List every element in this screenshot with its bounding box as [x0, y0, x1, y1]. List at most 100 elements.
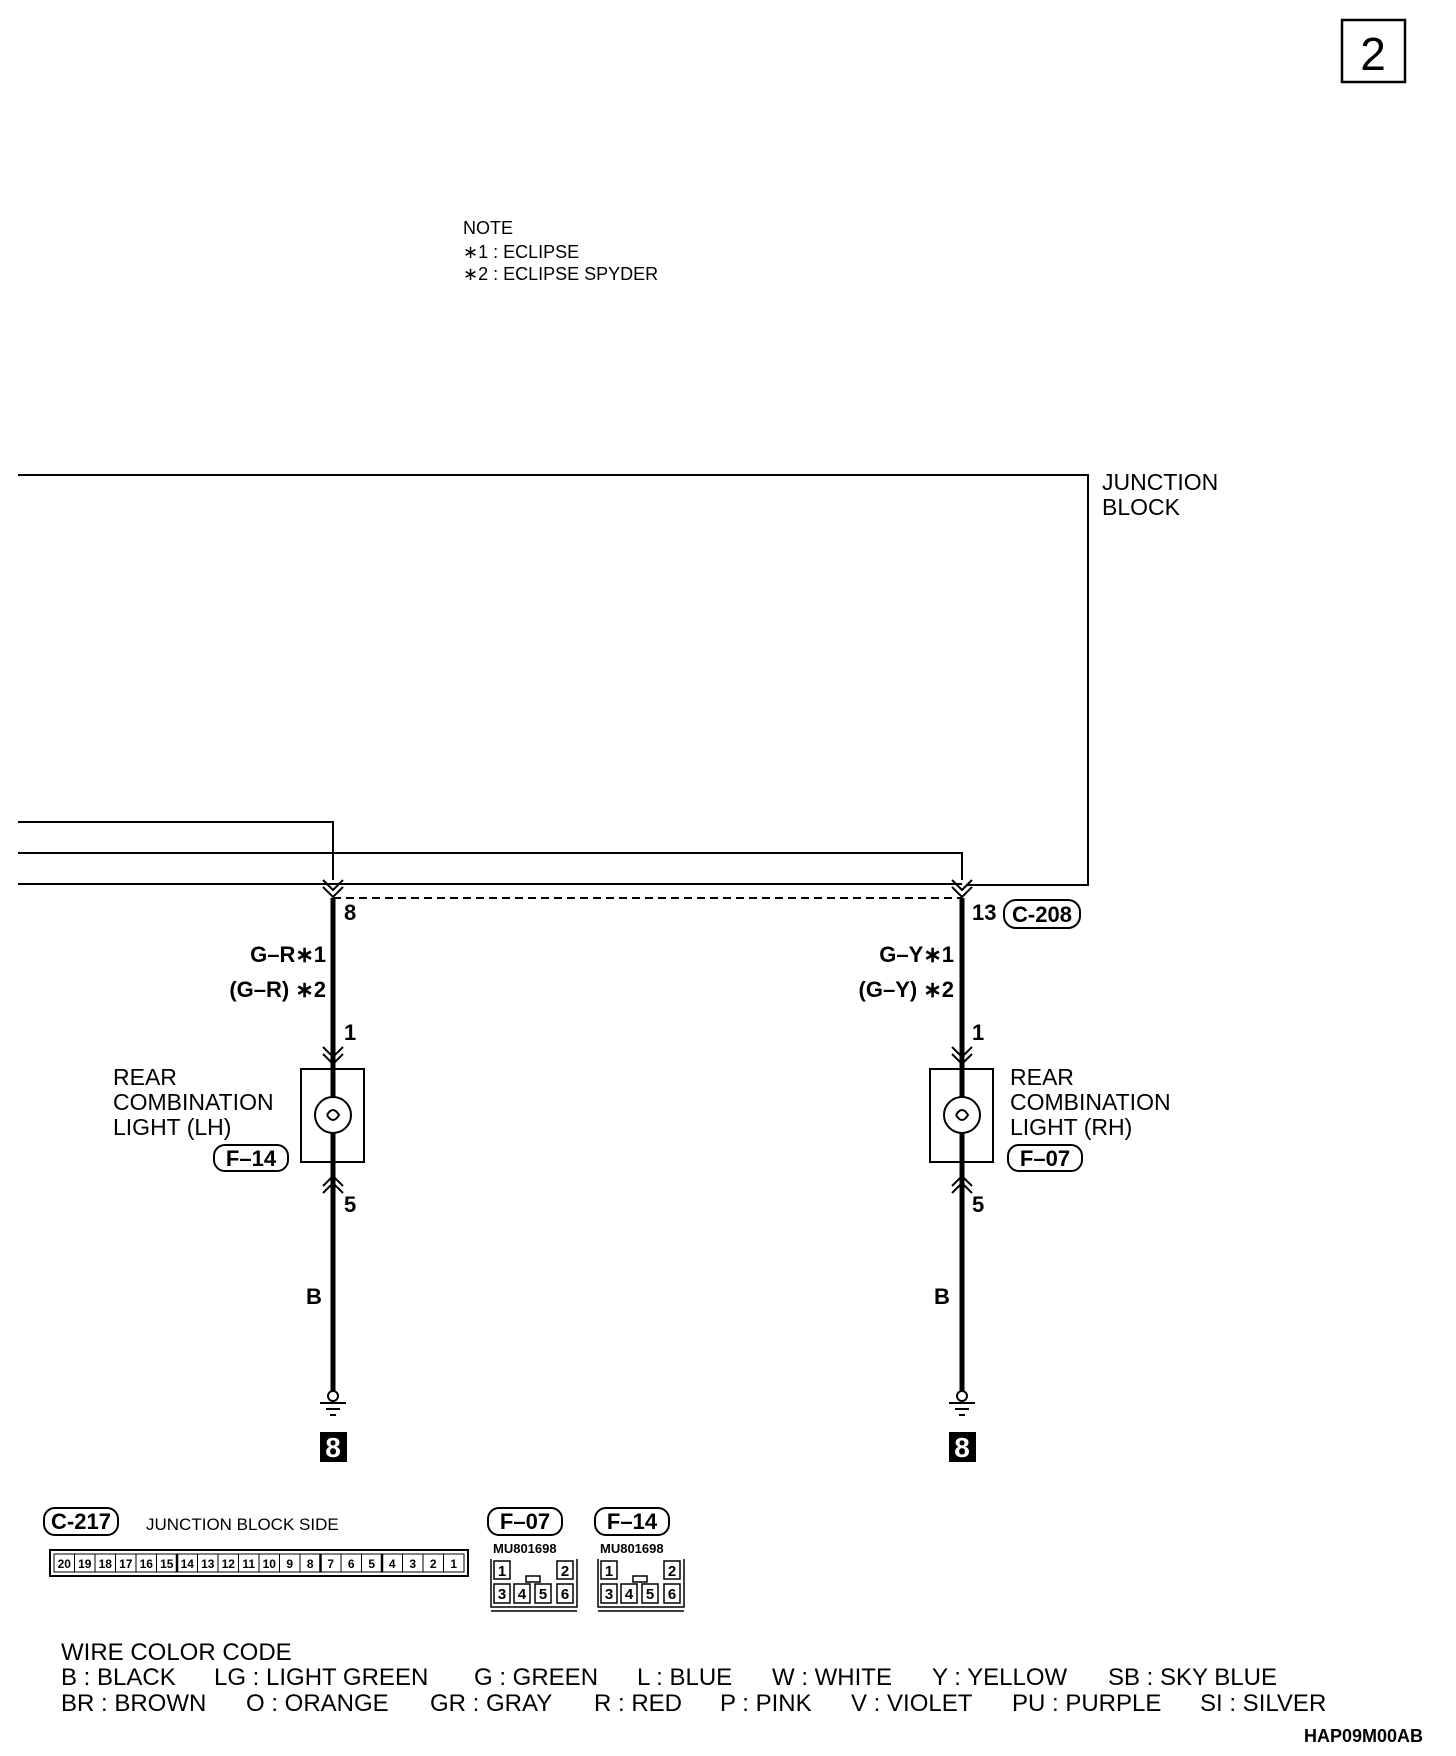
- right-pin-out: 5: [972, 1192, 984, 1217]
- wire-to-left-light: [18, 821, 334, 880]
- c217-pin: 17: [119, 1557, 133, 1571]
- right-pin-in: 1: [972, 1020, 984, 1045]
- c217-id: C-217: [51, 1509, 111, 1534]
- note-block: NOTE ∗1 : ECLIPSE ∗2 : ECLIPSE SPYDER: [463, 218, 658, 284]
- c217-pin: 6: [348, 1557, 355, 1571]
- wire-code-row2-2: GR : GRAY: [430, 1690, 552, 1717]
- right-wire-color-1: G–Y∗1: [879, 942, 954, 967]
- wire-code-row2-7: SI : SILVER: [1200, 1690, 1326, 1717]
- right-circuit-labels: 13 G–Y∗1 (G–Y) ∗2 1 5 B: [859, 900, 997, 1309]
- f14-part-number: MU801698: [600, 1541, 664, 1556]
- c217-pin: 13: [201, 1557, 215, 1571]
- figure-code: HAP09M00AB: [1304, 1726, 1423, 1746]
- left-jb-pin: 8: [344, 900, 356, 925]
- c217-side-label: JUNCTION BLOCK SIDE: [146, 1515, 339, 1534]
- chevron-icon: [322, 1181, 344, 1194]
- junction-block-line2: BLOCK: [1102, 494, 1181, 520]
- c217-pin: 3: [409, 1557, 416, 1571]
- wire-code-row2-5: V : VIOLET: [851, 1690, 973, 1717]
- note-item-1: ∗1 : ECLIPSE: [463, 242, 579, 262]
- ground-right: 8: [949, 1390, 976, 1463]
- note-item-2: ∗2 : ECLIPSE SPYDER: [463, 264, 658, 284]
- c217-pin: 18: [99, 1557, 113, 1571]
- f07-pin: 5: [539, 1586, 547, 1603]
- note-title: NOTE: [463, 218, 513, 238]
- connector-f14-detail: F–14 MU801698 1 2 3 4 5 6: [594, 1507, 685, 1612]
- junction-block-label: JUNCTION BLOCK: [1102, 469, 1218, 520]
- wire-code-row2-4: P : PINK: [720, 1690, 812, 1717]
- right-jb-pin: 13: [972, 900, 996, 925]
- wire-color-code: WIRE COLOR CODE B : BLACK LG : LIGHT GRE…: [61, 1639, 1326, 1717]
- f07-pin: 6: [561, 1586, 569, 1603]
- c217-pin: 4: [389, 1557, 396, 1571]
- f14-pin-face: [597, 1559, 685, 1612]
- rear-combination-light-lh: REAR COMBINATION LIGHT (LH) F–14: [113, 1062, 365, 1172]
- lh-label-line3: LIGHT (LH): [113, 1114, 231, 1140]
- c217-pin: 10: [263, 1557, 277, 1571]
- page-number: 2: [1360, 28, 1386, 80]
- f07-pin: 1: [498, 1563, 506, 1580]
- f07-pin: 3: [498, 1586, 506, 1603]
- left-wire-color-2: (G–R) ∗2: [229, 977, 326, 1002]
- c217-pin: 1: [450, 1557, 457, 1571]
- c217-pin: 12: [222, 1557, 236, 1571]
- wire-code-row2-1: O : ORANGE: [246, 1690, 389, 1717]
- bulb-icon: [943, 1096, 981, 1134]
- chevron-icon: [951, 1174, 973, 1187]
- connector-f07-detail: F–07 MU801698 1 2 3 4 5 6: [487, 1507, 578, 1612]
- f14-pin: 1: [605, 1563, 613, 1580]
- left-pin-out: 5: [344, 1192, 356, 1217]
- wire-color-code-title: WIRE COLOR CODE: [61, 1639, 292, 1666]
- connector-tag-c208: C-208: [1003, 899, 1081, 929]
- chevron-icon: [322, 879, 344, 892]
- left-circuit-labels: 8 G–R∗1 (G–R) ∗2 1 5 B: [229, 900, 356, 1309]
- page-number-box: 2: [1340, 18, 1407, 84]
- f07-pin-face: [490, 1559, 578, 1612]
- f07-pin: 4: [518, 1586, 527, 1603]
- lh-label-line2: COMBINATION: [113, 1089, 274, 1115]
- right-wire-color-2: (G–Y) ∗2: [859, 977, 954, 1002]
- wire-code-row2-0: BR : BROWN: [61, 1690, 206, 1717]
- ground-left: 8: [320, 1390, 347, 1463]
- right-ground-wire: B: [934, 1284, 950, 1309]
- rh-label-line2: COMBINATION: [1010, 1089, 1171, 1115]
- ground-right-id: 8: [954, 1432, 970, 1463]
- c217-pin: 2: [430, 1557, 437, 1571]
- c217-pin: 15: [160, 1557, 174, 1571]
- lh-connector-label: F–14: [226, 1146, 277, 1171]
- f07-id: F–07: [500, 1509, 550, 1534]
- wire-junction-loop: [18, 474, 1089, 886]
- bulb-icon: [314, 1096, 352, 1134]
- rh-label-line1: REAR: [1010, 1064, 1074, 1090]
- f14-pin: 4: [625, 1586, 634, 1603]
- f14-pin: 2: [668, 1563, 676, 1580]
- c217-pin: 5: [368, 1557, 375, 1571]
- chevron-icon: [951, 1046, 973, 1059]
- wire-to-right-light: [18, 852, 963, 880]
- junction-block-line1: JUNCTION: [1102, 469, 1218, 495]
- wire-code-row1-3: L : BLUE: [637, 1664, 732, 1691]
- wire-code-row1-5: Y : YELLOW: [932, 1664, 1068, 1691]
- chevron-icon: [951, 1181, 973, 1194]
- wire-code-row1-2: G : GREEN: [474, 1664, 598, 1691]
- c217-pin: 11: [242, 1557, 255, 1571]
- wire-code-row1-1: LG : LIGHT GREEN: [214, 1664, 428, 1691]
- f07-part-number: MU801698: [493, 1541, 557, 1556]
- left-pin-in: 1: [344, 1020, 356, 1045]
- wire-code-row1-6: SB : SKY BLUE: [1108, 1664, 1277, 1691]
- rh-connector-label: F–07: [1020, 1146, 1070, 1171]
- c217-pin: 20: [58, 1557, 72, 1571]
- chevron-icon: [951, 879, 973, 892]
- ground-icon: [956, 1390, 968, 1402]
- c217-pin: 7: [327, 1557, 334, 1571]
- c217-pin: 19: [78, 1557, 92, 1571]
- f07-pin: 2: [561, 1563, 569, 1580]
- wire-code-row1-0: B : BLACK: [61, 1664, 176, 1691]
- wires: [18, 474, 1089, 1392]
- left-ground-wire: B: [306, 1284, 322, 1309]
- c217-pin: 9: [286, 1557, 293, 1571]
- wire-code-row2-3: R : RED: [594, 1690, 682, 1717]
